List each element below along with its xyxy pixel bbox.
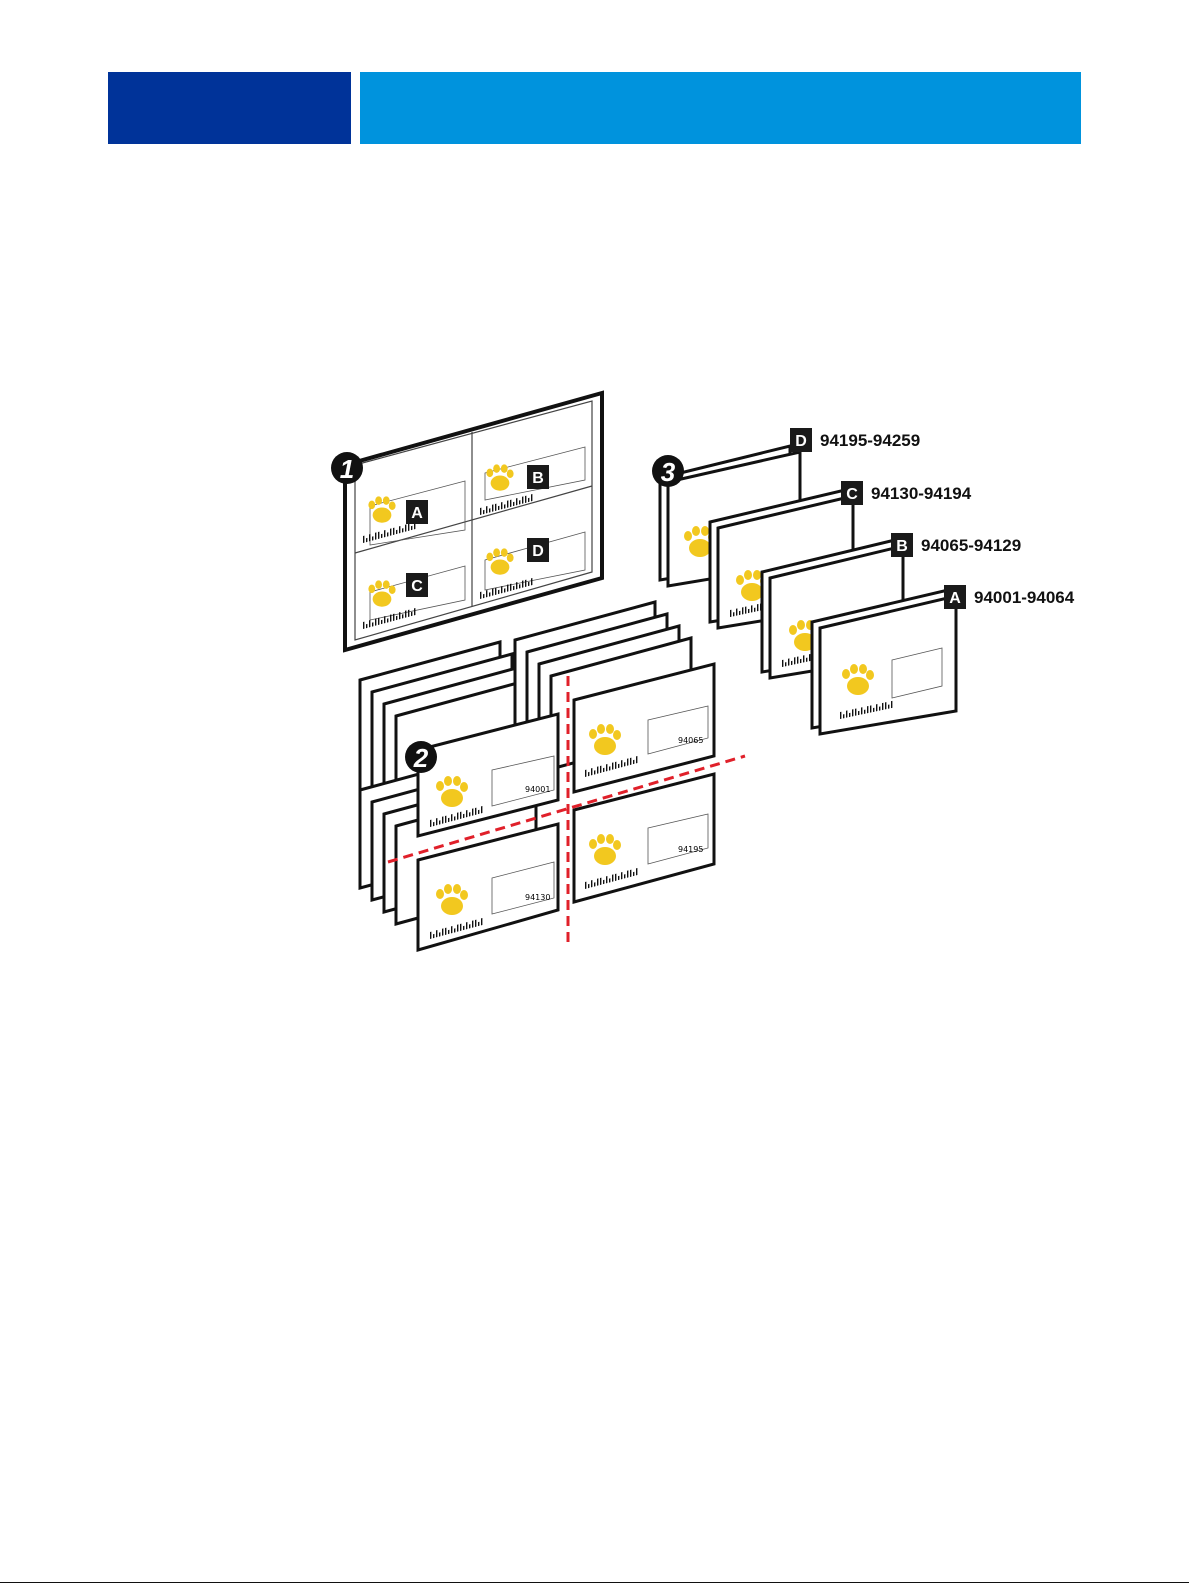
svg-text:D: D	[795, 433, 807, 450]
step-1-badge: 1	[331, 452, 363, 484]
sheet-label-c: C	[406, 573, 428, 597]
svg-text:A: A	[411, 505, 423, 522]
svg-text:1: 1	[340, 454, 354, 484]
stack-label-a: A 94001-94064	[944, 585, 1075, 609]
step-2-badge: 2	[405, 741, 437, 773]
svg-text:94195: 94195	[678, 845, 703, 854]
svg-text:B: B	[896, 538, 908, 555]
svg-text:94065: 94065	[678, 736, 703, 745]
stack-label-c: C 94130-94194	[841, 481, 972, 505]
svg-text:B: B	[532, 470, 544, 487]
imposed-sheet	[345, 393, 602, 650]
stack-label-d: D 94195-94259	[790, 428, 920, 452]
svg-text:2: 2	[413, 743, 429, 773]
svg-text:94195-94259: 94195-94259	[820, 431, 920, 450]
svg-text:94001-94064: 94001-94064	[974, 588, 1075, 607]
footer-rule	[0, 1582, 1189, 1583]
svg-text:94130-94194: 94130-94194	[871, 484, 972, 503]
svg-text:94065-94129: 94065-94129	[921, 536, 1021, 555]
svg-text:C: C	[411, 578, 423, 595]
sheet-label-a: A	[406, 500, 428, 524]
svg-text:C: C	[846, 486, 858, 503]
svg-text:D: D	[532, 543, 544, 560]
svg-text:94001: 94001	[525, 785, 550, 794]
svg-text:94130: 94130	[525, 893, 550, 902]
sheet-label-b: B	[527, 465, 549, 489]
svg-text:3: 3	[661, 457, 676, 487]
sheet-label-d: D	[527, 538, 549, 562]
stack-label-b: B 94065-94129	[891, 533, 1021, 557]
step-3-badge: 3	[652, 455, 684, 487]
svg-text:A: A	[949, 590, 961, 607]
front-card-94195: 94195	[574, 774, 714, 902]
